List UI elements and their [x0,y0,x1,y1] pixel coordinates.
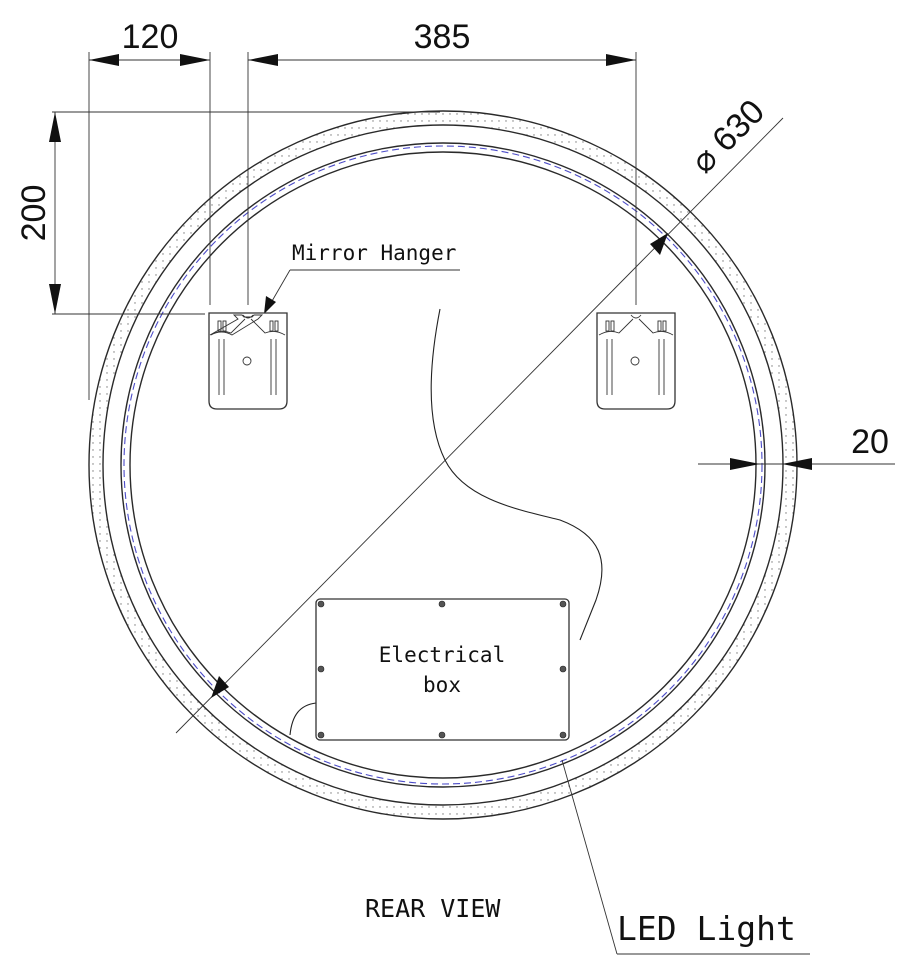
dimension-20-text: 20 [851,423,889,461]
dimension-385: 385 [247,18,637,305]
dimension-385-text: 385 [414,18,471,56]
mirror-hanger-callout: Mirror Hanger [264,241,460,314]
led-light-label: LED Light [617,909,796,948]
mirror-back-edge [129,151,757,779]
electrical-box-label-line1: Electrical [379,643,505,667]
mirror-hanger-left [208,312,288,410]
inner-frame-edge [102,124,784,806]
dimension-200-text: 200 [15,185,53,242]
dimension-20: 20 [698,423,895,470]
dimension-120-text: 120 [122,18,179,56]
mirror-hanger-right [596,312,676,410]
led-strip-dashed [123,145,763,785]
dimension-200: 200 [15,111,440,315]
electrical-box-label-line2: box [423,673,461,697]
power-cable [430,308,603,641]
dimension-120: 120 [88,18,211,400]
electrical-box: Electrical box [315,598,570,741]
mirror-hanger-label: Mirror Hanger [292,241,456,265]
led-channel-outer [120,142,766,788]
led-light-callout: LED Light [561,759,810,955]
cable-to-led [289,702,317,736]
view-title: REAR VIEW [365,894,501,923]
